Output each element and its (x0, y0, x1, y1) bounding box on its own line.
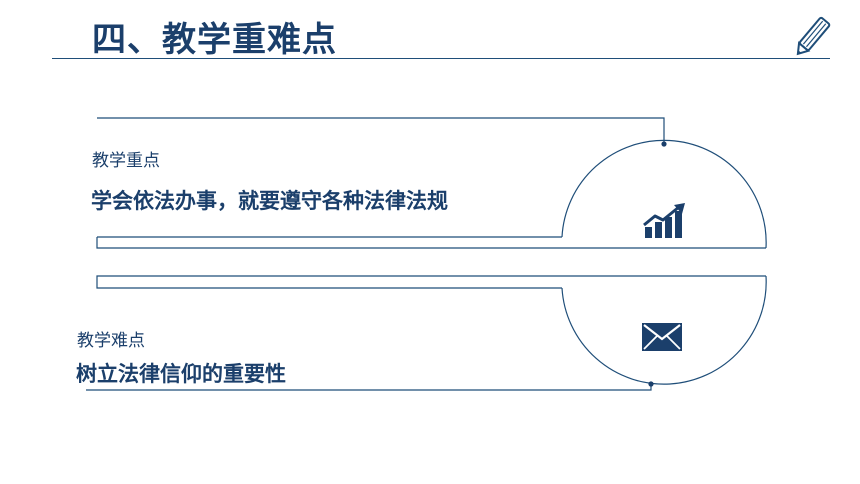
difficult-point-text: 树立法律信仰的重要性 (76, 362, 286, 386)
circle-upper-arc (561, 139, 767, 249)
envelope-icon (642, 323, 682, 351)
growth-chart-icon (643, 203, 685, 238)
pencil-icon (796, 16, 831, 56)
band-lower (96, 275, 766, 289)
band-upper (96, 236, 766, 249)
difficult-point-label: 教学难点 (77, 331, 145, 351)
connector-dot-bottom (648, 381, 654, 387)
title-underline (52, 58, 830, 59)
slide-title: 四、教学重难点 (92, 20, 337, 60)
connector-top (97, 117, 665, 144)
key-point-label: 教学重点 (92, 151, 160, 171)
key-point-text: 学会依法办事，就要遵守各种法律法规 (91, 189, 448, 213)
circle-lower-arc (561, 275, 767, 385)
connector-dot-top (661, 141, 667, 147)
